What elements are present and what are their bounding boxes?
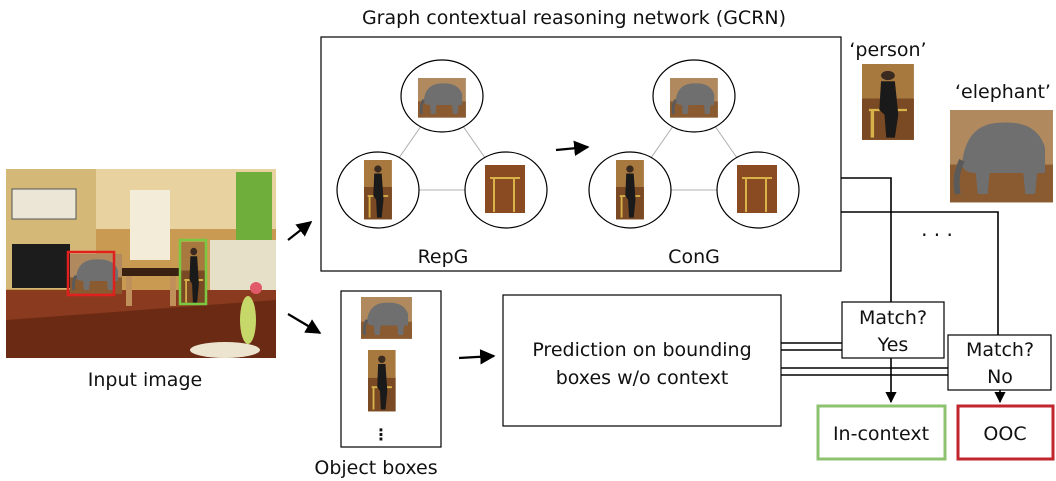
cong-label: ConG: [668, 246, 720, 268]
elephant-crop-label: ‘elephant’: [955, 81, 1051, 103]
match-no-answer: No: [987, 366, 1013, 388]
arrow-to-object-boxes: [287, 313, 322, 334]
connector-lines: [781, 177, 999, 376]
prediction-line-1: Prediction on bounding: [532, 339, 751, 361]
ooc-box: [956, 404, 1055, 461]
prediction-line-2: boxes w/o context: [556, 367, 729, 389]
cong-graph: [588, 59, 800, 229]
object-boxes-label: Object boxes: [314, 457, 437, 479]
arrow-repg-to-cong: [555, 140, 590, 156]
arrow-to-gcrn: [287, 221, 313, 241]
more-objects-dots: . . .: [921, 217, 953, 241]
ooc-label: OOC: [983, 423, 1026, 445]
match-no-box: [947, 334, 1052, 391]
in-context-box: [816, 404, 947, 461]
input-image-label: Input image: [88, 369, 202, 391]
object-box-elephant: [359, 295, 414, 341]
match-yes-question: Match?: [859, 307, 927, 329]
repg-label: RepG: [418, 246, 469, 268]
match-no-question: Match?: [966, 339, 1034, 361]
input-image: [6, 169, 276, 358]
repg-graph: [336, 59, 548, 229]
elephant-crop: [950, 110, 1053, 202]
elephant-bbox: [66, 250, 116, 297]
in-context-label: In-context: [833, 423, 929, 445]
arrow-to-prediction: [458, 349, 496, 365]
person-crop: [860, 62, 916, 142]
object-box-person: [367, 349, 397, 413]
match-yes-box: [841, 301, 945, 359]
object-boxes-ellipsis: ⋮: [373, 425, 389, 444]
match-yes-answer: Yes: [877, 334, 909, 356]
person-bbox: [178, 238, 208, 306]
prediction-box: [502, 294, 782, 427]
gcrn-title: Graph contextual reasoning network (GCRN…: [362, 7, 786, 29]
person-crop-label: ‘person’: [849, 39, 926, 61]
